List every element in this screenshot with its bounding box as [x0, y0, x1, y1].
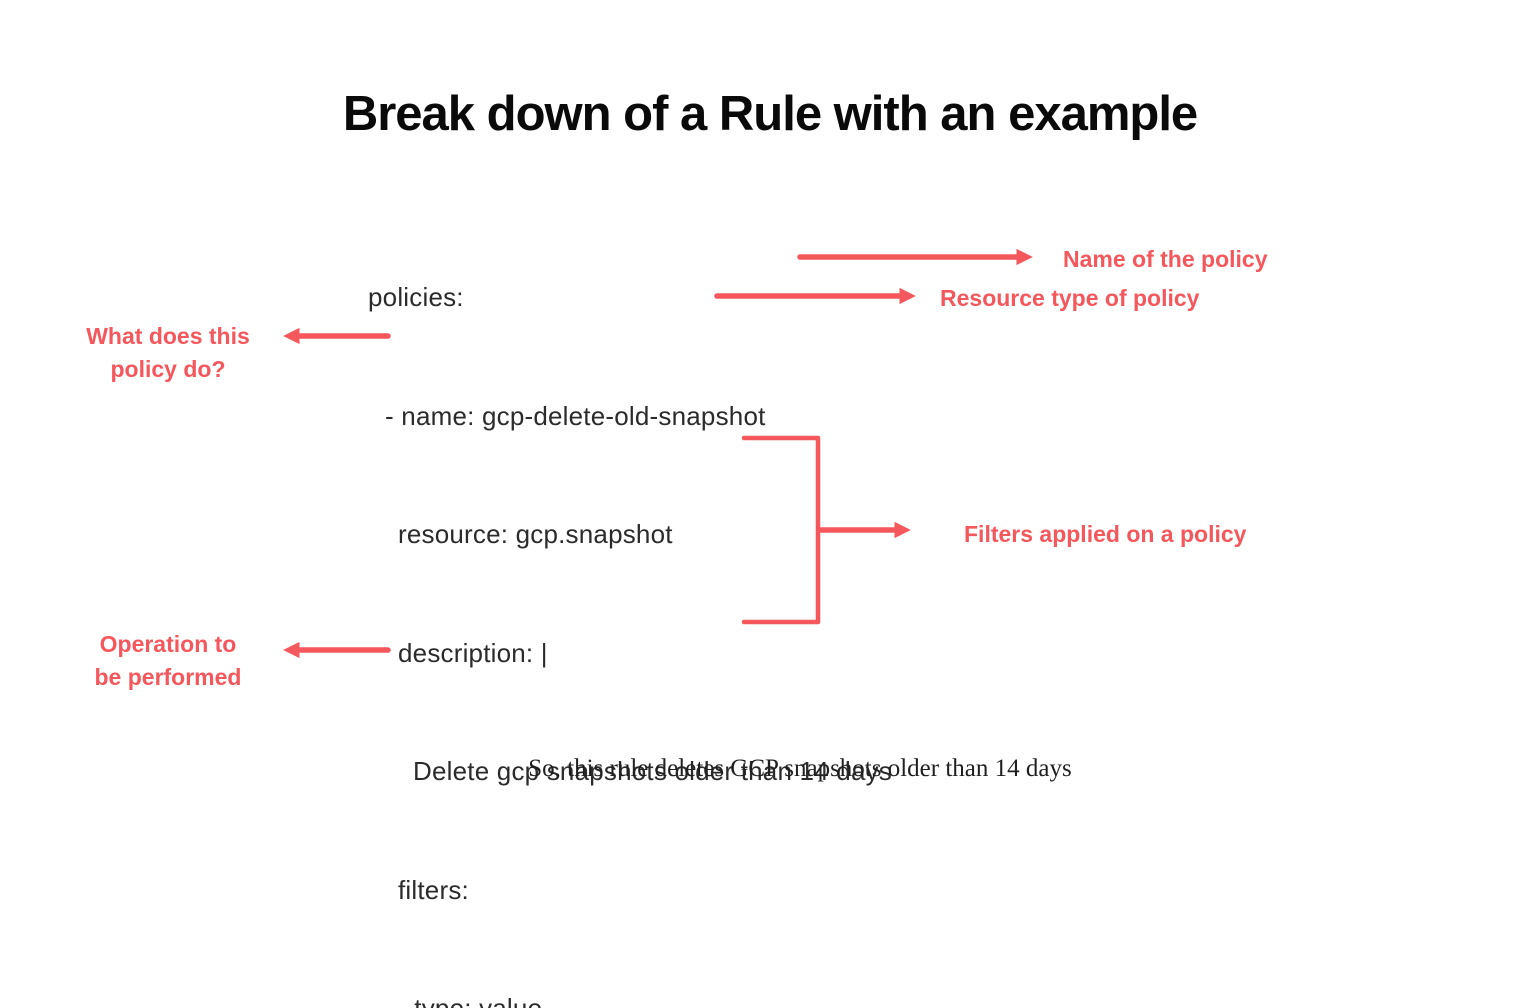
- code-line-desc-text: Delete gcp snapshots older than 14 days: [413, 756, 892, 786]
- code-line-resource: resource: gcp.snapshot: [398, 519, 673, 549]
- annotation-filters-applied: Filters applied on a policy: [964, 521, 1247, 547]
- annotation-operation-performed: Operation to be performed: [94, 631, 242, 690]
- code-line-description: description: |: [398, 637, 548, 668]
- code-line-filter-type: - type: value: [398, 993, 543, 1008]
- yaml-code-block: policies: - name: gcp-delete-old-snapsho…: [368, 199, 892, 1008]
- code-line-filters: filters:: [398, 874, 469, 905]
- annotation-resource-type: Resource type of policy: [940, 285, 1200, 311]
- annotation-name-of-policy: Name of the policy: [1063, 246, 1268, 272]
- annotation-what-does-policy-do: What does this policy do?: [86, 323, 250, 382]
- code-line-name: - name: gcp-delete-old-snapshot: [385, 400, 766, 431]
- summary-caption: So, this rule deletes GCP snapshots olde…: [528, 755, 1072, 782]
- code-line-policies: policies:: [368, 282, 464, 312]
- page-title: Break down of a Rule with an example: [342, 87, 1198, 141]
